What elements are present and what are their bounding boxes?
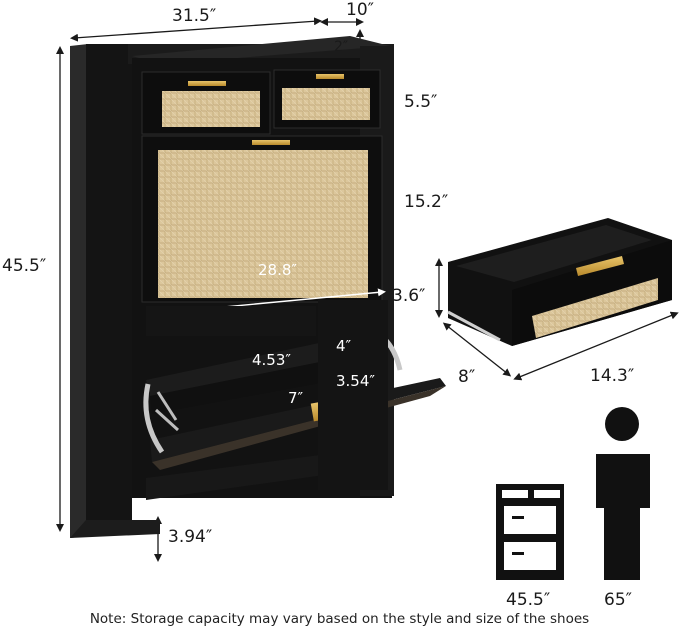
shoe-slot-depth-label: 4.53″: [252, 351, 292, 369]
shoe-slot-height-b-label: 3.54″: [336, 372, 376, 390]
shoe-slot-height-a-label: 4″: [336, 337, 352, 355]
upper-flap-rattan: [158, 150, 368, 298]
width-label: 31.5″: [172, 6, 217, 26]
shoe-cabinet: [70, 36, 446, 538]
drawer-depth-label: 8″: [458, 367, 476, 387]
leg-clearance-label: 3.94″: [168, 527, 213, 547]
depth-label: 10″: [346, 0, 374, 20]
drawer-width-label: 14.3″: [590, 366, 635, 386]
inner-width-label: 28.8″: [258, 261, 298, 279]
storage-note: Note: Storage capacity may vary based on…: [89, 611, 590, 627]
width-dimension-line: [70, 17, 322, 42]
shoe-slot-length-label: 7″: [288, 389, 304, 407]
right-drawer-handle: [316, 74, 344, 79]
upper-flap-handle: [252, 140, 290, 145]
total-height-label: 45.5″: [2, 256, 47, 276]
left-drawer-handle: [188, 81, 226, 86]
drawer-height-label: 5.5″: [404, 92, 438, 112]
detached-drawer: [447, 218, 672, 346]
dimension-lines: [56, 17, 679, 562]
drawer-inner-height-label: 3.6″: [392, 286, 426, 306]
drawer-handle: [576, 256, 624, 276]
drawer-depth-dimension-line: [442, 322, 512, 377]
right-drawer-rattan: [282, 88, 370, 120]
size-comparison: [496, 407, 650, 580]
person-silhouette-icon: [596, 407, 650, 580]
drawer-rattan-panel: [532, 278, 658, 338]
left-drawer-rattan: [162, 91, 260, 127]
cabinet-thumbnail-icon: [496, 484, 564, 580]
drawer-width-dimension-line: [513, 311, 679, 381]
flap-height-label: 15.2″: [404, 192, 449, 212]
compare-person-height-label: 65″: [604, 590, 632, 610]
compare-cabinet-height-label: 45.5″: [506, 590, 551, 610]
top-rail-label: 2″: [334, 39, 349, 55]
